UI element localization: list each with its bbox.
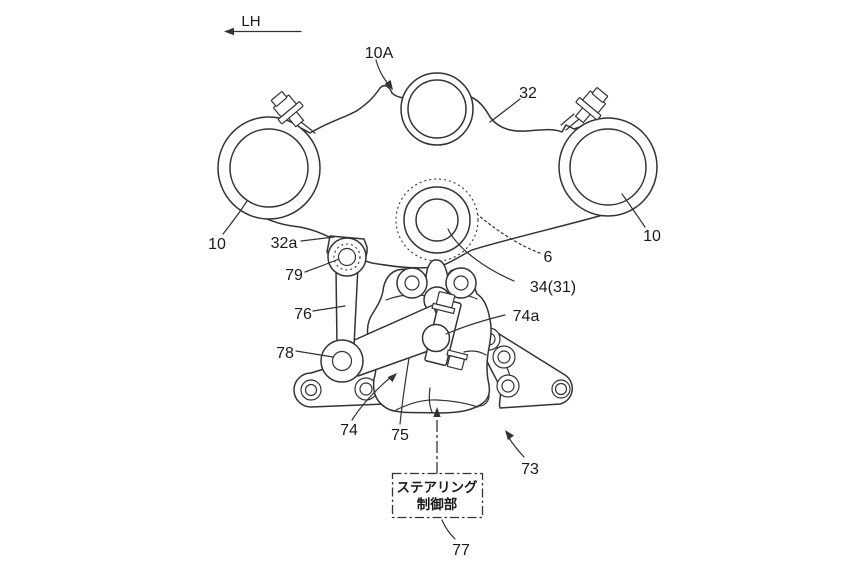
leader-10-left xyxy=(222,200,248,235)
stem-inner-circle xyxy=(415,198,459,242)
leader-73 xyxy=(508,437,525,458)
actuator-ear-hole xyxy=(404,275,420,291)
casting-line xyxy=(428,387,433,413)
upper-joint-dotted xyxy=(333,243,361,271)
casting-line xyxy=(395,399,479,411)
leader-74a xyxy=(445,314,506,335)
label-10-right: 10 xyxy=(643,228,661,245)
control-box-line1: ステアリング xyxy=(397,479,478,495)
top-ring-inner xyxy=(407,79,467,139)
label-32: 32 xyxy=(519,85,537,102)
leader-lines xyxy=(222,59,646,540)
leader-32a xyxy=(300,236,335,242)
clamp-slit-right xyxy=(560,113,580,131)
plate-hole xyxy=(359,382,373,396)
steering-stem xyxy=(395,178,479,262)
ball-joint-stud xyxy=(421,323,451,353)
arrowhead-10A xyxy=(384,79,393,90)
leader-79 xyxy=(304,258,340,273)
fork-left-inner xyxy=(229,128,309,208)
lower-joint-hole xyxy=(331,350,353,372)
label-78: 78 xyxy=(276,345,294,362)
controller-connection xyxy=(433,407,441,474)
label-6: 6 xyxy=(544,249,553,266)
label-73: 73 xyxy=(521,461,539,478)
arrowhead-up xyxy=(433,407,441,417)
leader-78 xyxy=(295,350,334,358)
control-box: ステアリング 制御部 xyxy=(391,472,484,519)
leader-75 xyxy=(399,357,410,425)
clamp-bolt-right xyxy=(574,87,609,124)
plate-hole xyxy=(501,379,515,393)
label-77: 77 xyxy=(452,542,470,559)
control-box-border xyxy=(391,472,484,519)
head-pipe-top-ring xyxy=(400,72,474,146)
steering-arm xyxy=(349,291,469,377)
plate-hole xyxy=(497,350,511,364)
label-34-31: 34(31) xyxy=(530,279,576,296)
leader-6-dotted xyxy=(477,214,541,254)
arrowhead-74 xyxy=(387,373,397,383)
label-74a: 74a xyxy=(513,308,540,325)
leader-77 xyxy=(441,519,456,540)
label-10A: 10A xyxy=(365,45,394,62)
label-32a: 32a xyxy=(271,235,298,252)
label-74: 74 xyxy=(340,422,358,439)
direction-label: LH xyxy=(241,13,260,30)
label-75: 75 xyxy=(391,427,409,444)
fork-clamp-right xyxy=(558,117,658,217)
leader-74 xyxy=(351,376,392,421)
label-10-left: 10 xyxy=(208,236,226,253)
clevis-bolt-bottom xyxy=(446,349,469,371)
reference-labels: 10A 32 10 10 32a 79 76 78 6 34(31) 74a 7… xyxy=(208,45,661,559)
label-76: 76 xyxy=(294,306,312,323)
upper-joint-hole xyxy=(337,247,357,267)
actuator-ear-hole xyxy=(453,275,469,291)
fork-right-inner xyxy=(569,128,647,206)
clamp-bolt-left xyxy=(270,91,305,128)
control-box-line2: 制御部 xyxy=(417,496,458,512)
left-arrow-icon xyxy=(224,27,234,36)
fork-clamp-left xyxy=(217,116,321,220)
plate-hole xyxy=(304,383,318,397)
direction-indicator: LH xyxy=(224,13,302,36)
label-79: 79 xyxy=(285,267,303,284)
leader-76 xyxy=(312,305,346,312)
plate-hole xyxy=(554,382,568,396)
leader-32 xyxy=(489,98,521,123)
head-pipe-dotted-circle xyxy=(395,178,479,262)
clevis-bolt-top xyxy=(431,291,456,315)
leader-10-right xyxy=(621,193,646,228)
link-assembly xyxy=(320,235,368,383)
arrowhead-73 xyxy=(505,430,514,441)
leader-34 xyxy=(447,228,515,282)
